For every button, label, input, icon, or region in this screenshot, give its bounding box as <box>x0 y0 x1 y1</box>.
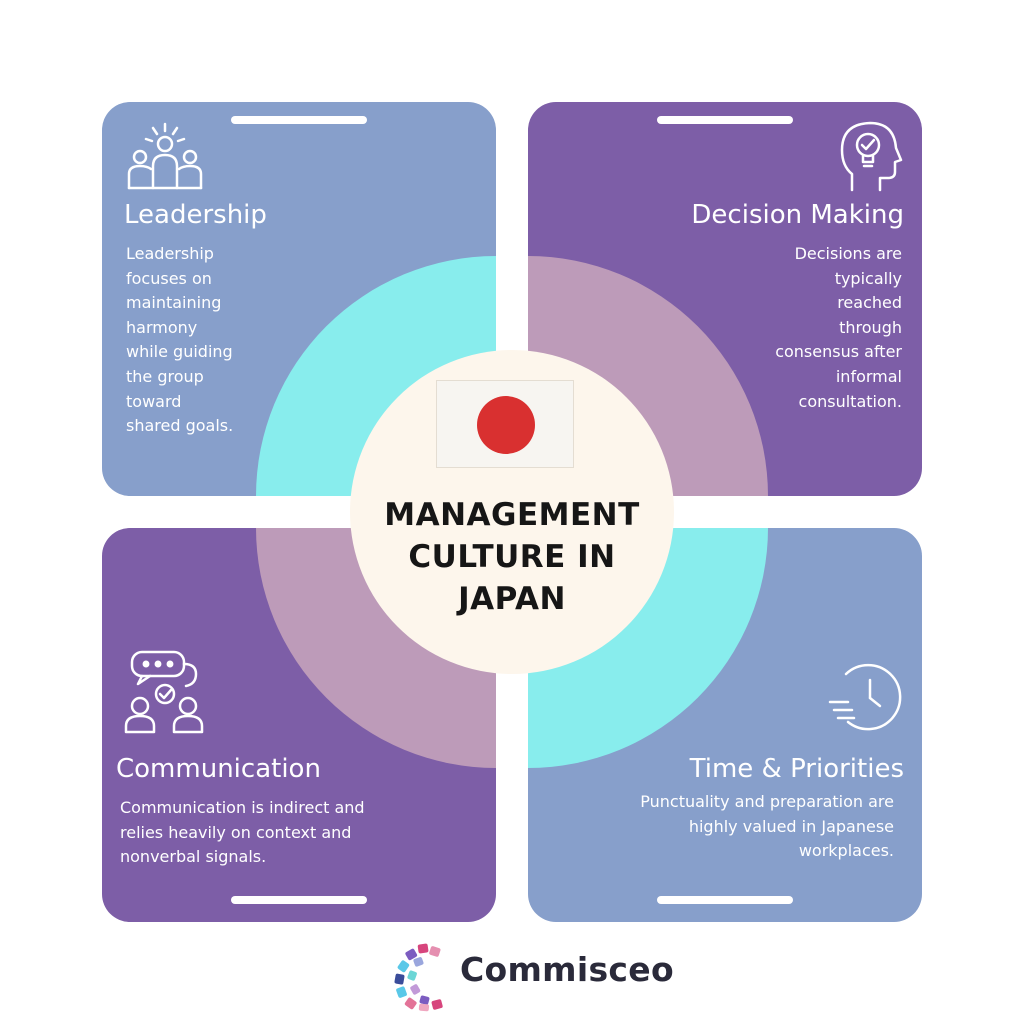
team-leader-icon <box>127 122 203 190</box>
japan-flag-icon <box>436 380 574 468</box>
clock-icon <box>828 663 902 731</box>
decision-making-heading: Decision Making <box>691 200 904 230</box>
head-checkmark-icon <box>840 121 903 192</box>
commisceo-logo-icon <box>394 943 443 1012</box>
communication-heading: Communication <box>116 754 321 784</box>
time-priorities-body: Punctuality and preparation are highly v… <box>640 792 894 861</box>
brand-name: Commisceo <box>460 950 674 989</box>
communication-bottom-bar <box>231 896 367 904</box>
conversation-icon <box>124 650 204 734</box>
time-priorities-heading: Time & Priorities <box>689 754 904 784</box>
leadership-top-bar <box>231 116 367 124</box>
leadership-body: Leadership focuses on maintaining harmon… <box>126 244 234 436</box>
communication-body: Communication is indirect and relies hea… <box>120 798 365 867</box>
leadership-heading: Leadership <box>124 200 267 230</box>
time-priorities-bottom-bar <box>657 896 793 904</box>
flag-red-disc <box>477 396 535 454</box>
decision-making-top-bar <box>657 116 793 124</box>
decision-making-body: Decisions are typically reached through … <box>775 244 902 411</box>
